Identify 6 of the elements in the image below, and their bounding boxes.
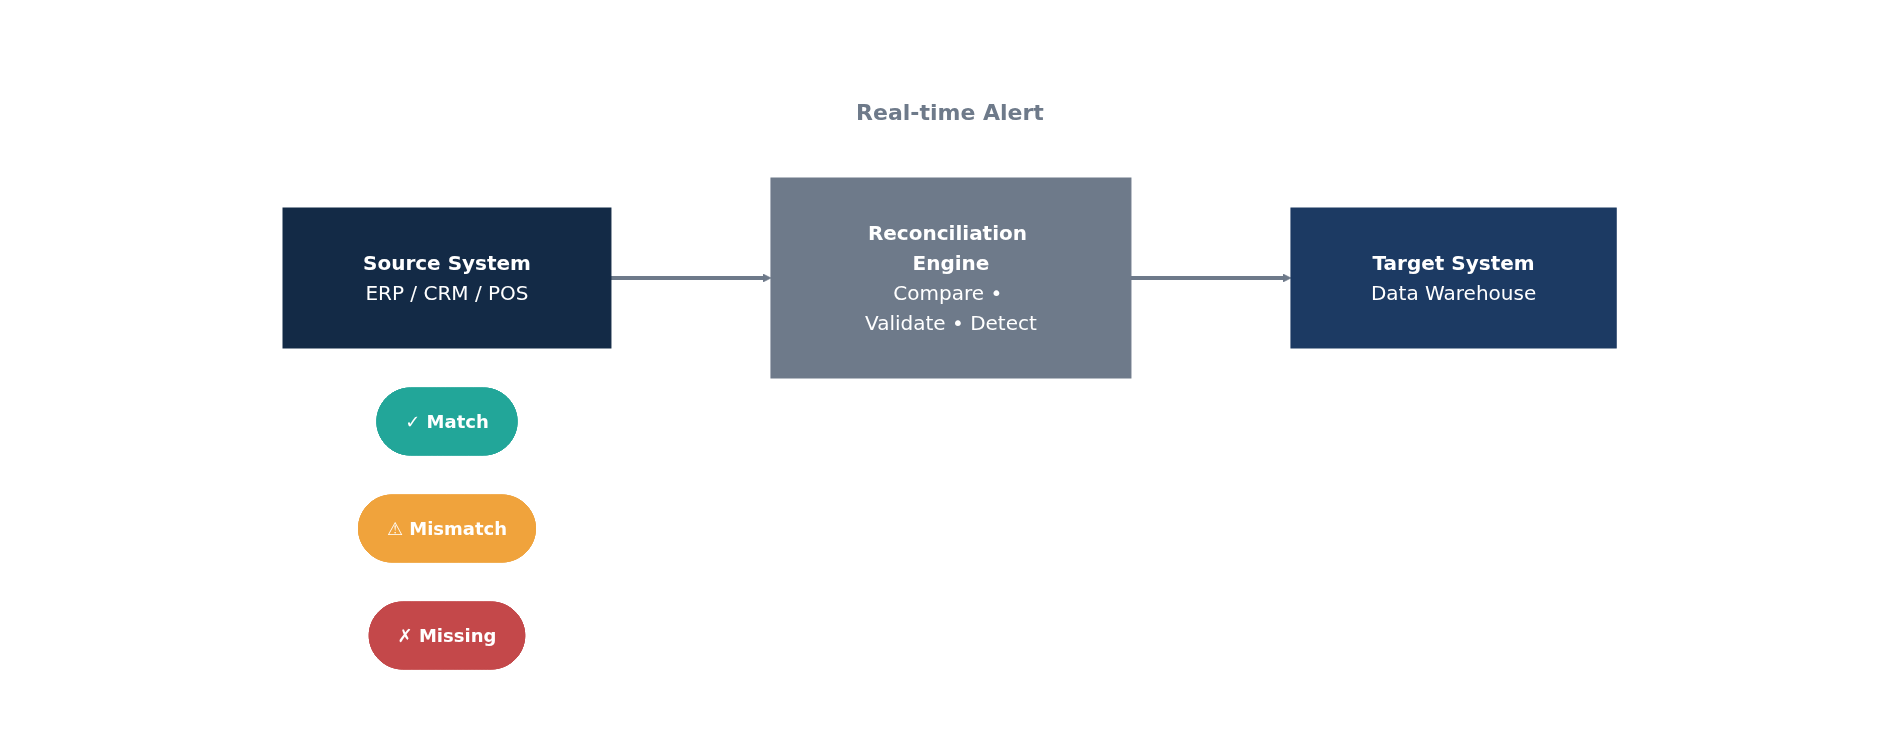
annotation-text: Real-time Alert <box>856 100 1044 125</box>
arrow <box>611 273 772 283</box>
node-box: Target System Data Warehouse <box>1290 207 1618 349</box>
node-box: Source System ERP / CRM / POS <box>282 207 612 349</box>
node-box: Reconciliation Engine Compare • Validate • Detect <box>770 177 1132 379</box>
arrow <box>1131 273 1292 283</box>
